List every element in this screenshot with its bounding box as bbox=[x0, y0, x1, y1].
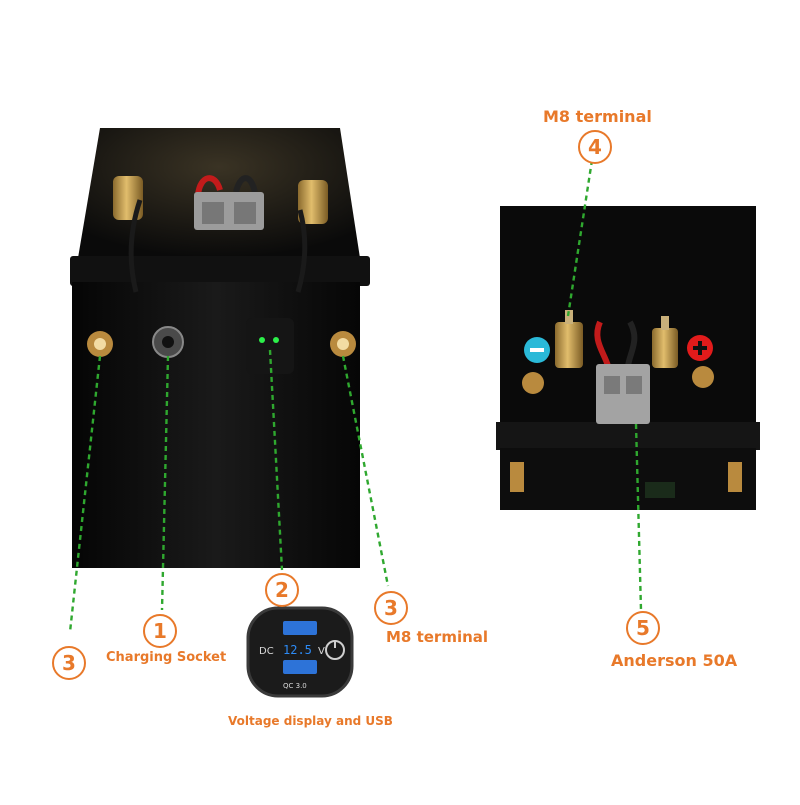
left-battery bbox=[70, 128, 370, 568]
label-m8-terminal-left: M8 terminal bbox=[386, 628, 489, 646]
usb-voltage-readout: 12.5 bbox=[283, 643, 312, 657]
left-battery-body bbox=[72, 282, 360, 568]
leader-lines bbox=[68, 159, 643, 633]
usb-port-top bbox=[283, 621, 317, 635]
usb-unit-label: V bbox=[318, 646, 325, 657]
callout-number-2: 2 bbox=[265, 573, 299, 607]
left-battery-rim bbox=[70, 256, 370, 286]
callout-number-4: 4 bbox=[578, 130, 612, 164]
label-charging-socket: Charging Socket bbox=[106, 650, 227, 665]
usb-voltage-panel bbox=[246, 318, 294, 374]
label-voltage-display-usb: Voltage display and USB bbox=[228, 714, 393, 728]
usb-dc-label: DC bbox=[259, 646, 274, 657]
label-m8-terminal-right: M8 terminal bbox=[543, 107, 652, 126]
usb-qc-label: QC 3.0 bbox=[283, 682, 307, 690]
right-battery-body bbox=[500, 448, 756, 510]
usb-module-bezel bbox=[246, 606, 354, 698]
usb-port-bottom bbox=[283, 660, 317, 674]
callout-number-5: 5 bbox=[626, 611, 660, 645]
callout-number-3-left: 3 bbox=[52, 646, 86, 680]
usb-module-closeup: DC 12.5 V QC 3.0 bbox=[246, 606, 354, 698]
right-battery-rim bbox=[496, 422, 760, 450]
left-top-post-positive bbox=[298, 180, 328, 224]
right-battery bbox=[496, 206, 760, 510]
right-m8-terminal-positive bbox=[652, 328, 678, 368]
callout-number-3-right: 3 bbox=[374, 591, 408, 625]
label-anderson-50a: Anderson 50A bbox=[611, 651, 738, 670]
right-m8-terminal-negative bbox=[555, 322, 583, 368]
callout-number-1: 1 bbox=[143, 614, 177, 648]
